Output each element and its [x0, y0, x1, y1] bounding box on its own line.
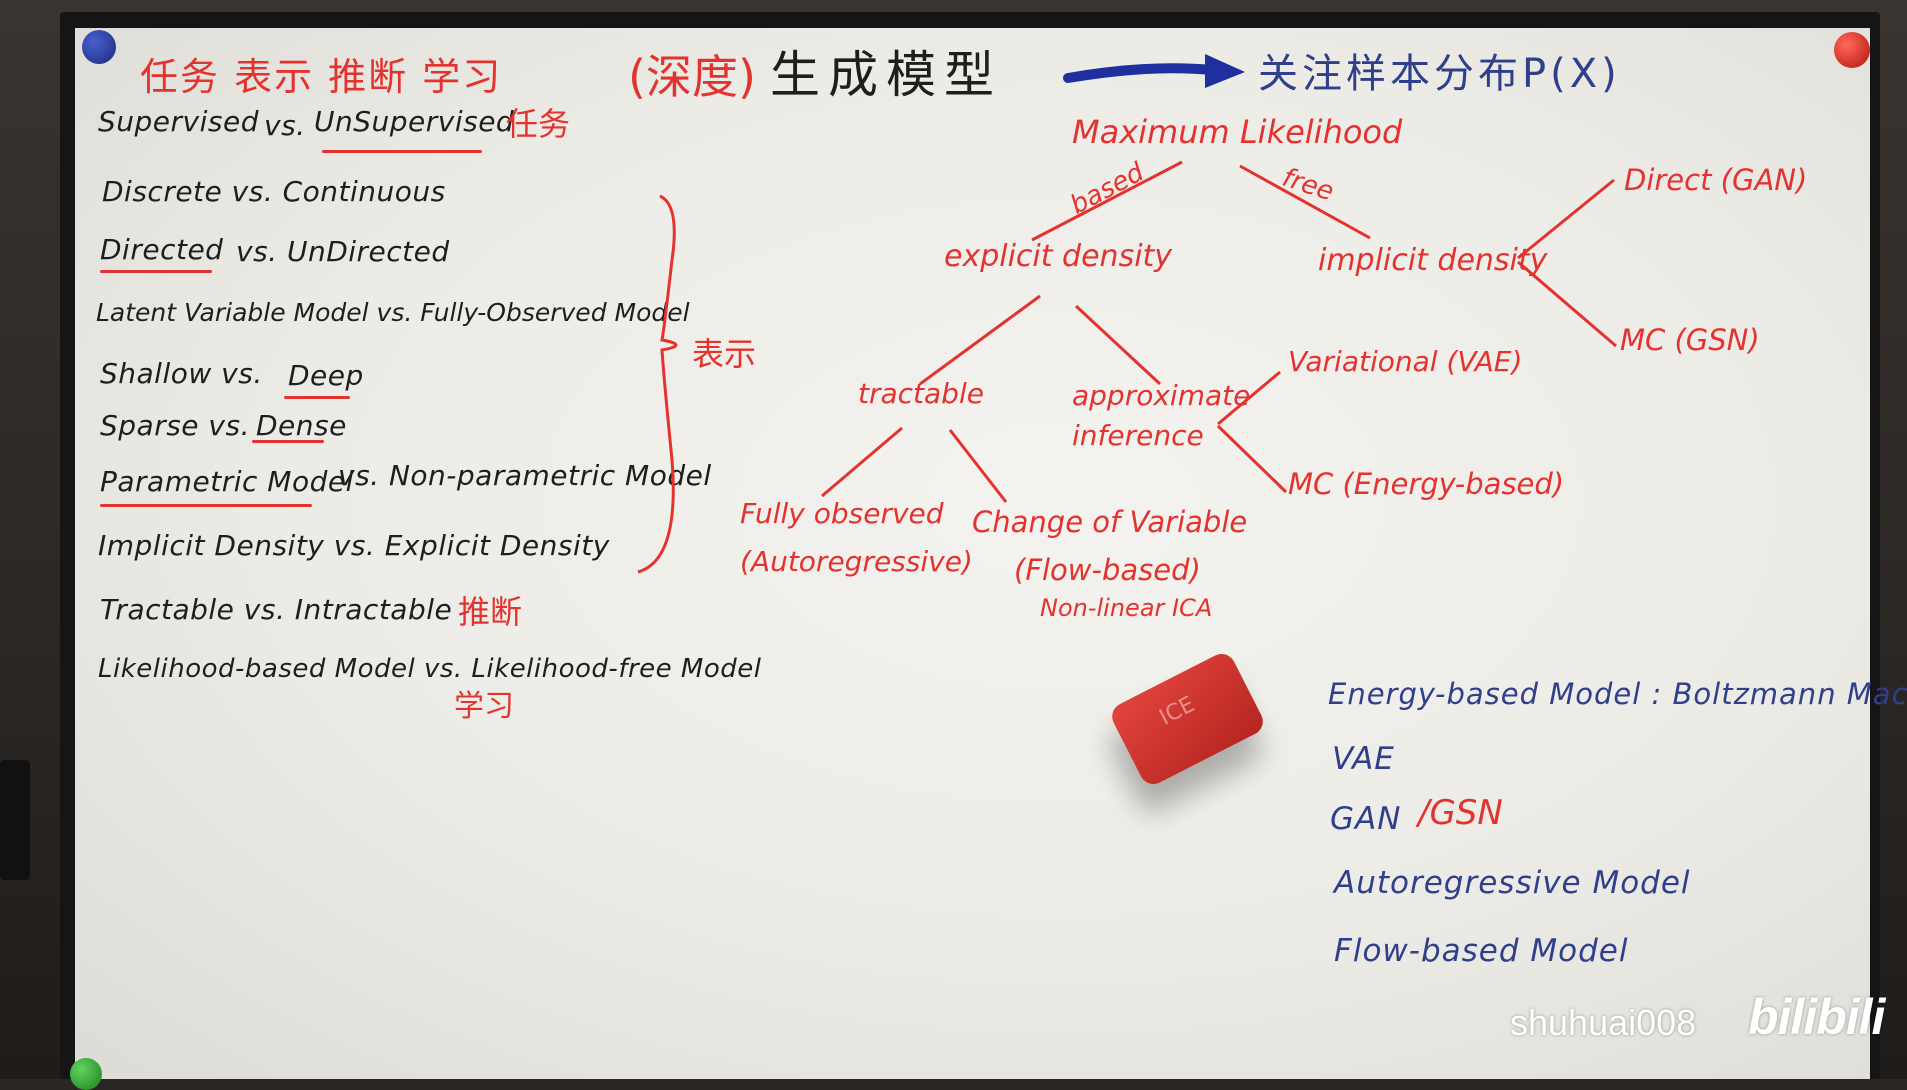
underline-unsupervised [322, 150, 482, 153]
tree-autoregressive: (Autoregressive) [740, 545, 973, 578]
tree-implicit-density: implicit density [1318, 243, 1548, 278]
main-title-prefix: (深度) [628, 50, 756, 104]
tree-direct-gan: Direct (GAN) [1624, 163, 1808, 197]
tree-mc-gsn: MC (GSN) [1620, 323, 1760, 357]
board-stand-clip [0, 760, 30, 880]
main-title: 生成模型 [770, 46, 1002, 104]
row7-rest: vs. Non-parametric Model [338, 459, 712, 492]
tree-fully-observed: Fully observed [740, 497, 944, 530]
underline-parametric [100, 504, 312, 507]
row3-rest: vs. UnDirected [236, 235, 450, 268]
model-gsn: /GSN [1418, 793, 1503, 833]
tree-tractable: tractable [858, 377, 984, 410]
row3-a: Directed [100, 233, 224, 266]
tree-explicit-density: explicit density [944, 239, 1173, 274]
row7-a: Parametric Model [100, 465, 354, 498]
red-magnet [1834, 32, 1870, 68]
watermark-username: shuhuai008 [1510, 1002, 1697, 1043]
tree-root: Maximum Likelihood [1072, 113, 1403, 151]
model-vae: VAE [1332, 741, 1395, 777]
row6-a: Sparse vs. [100, 409, 250, 442]
row4: Latent Variable Model vs. Fully-Observed… [96, 298, 690, 327]
tree-change-of-variable: Change of Variable [972, 505, 1248, 539]
underline-directed [100, 270, 212, 273]
tree-inference: inference [1072, 419, 1204, 452]
row6-b: Dense [256, 409, 347, 442]
tree-approximate: approximate [1072, 379, 1251, 412]
row9-a: Tractable vs. Intractable [100, 593, 453, 626]
whiteboard-surface [75, 28, 1870, 1079]
blue-magnet [82, 30, 116, 64]
row9-tag: 推断 [458, 593, 523, 631]
row1-vs: vs. [264, 109, 306, 142]
row10-tag: 学习 [454, 689, 514, 724]
row1-tag: 任务 [506, 105, 571, 143]
tree-mc-energy: MC (Energy-based) [1288, 467, 1565, 501]
row1-b: UnSupervised [314, 105, 515, 138]
brace-label: 表示 [692, 335, 757, 373]
tree-nonlinear-ica: Non-linear ICA [1040, 594, 1213, 622]
model-autoregressive: Autoregressive Model [1334, 865, 1691, 901]
subtitle: 关注样本分布P(X) [1258, 51, 1621, 97]
row5-a: Shallow vs. [100, 357, 263, 390]
tree-flow-based: (Flow-based) [1014, 553, 1201, 587]
row1-a: Supervised [98, 105, 259, 138]
row10-a: Likelihood-based Model vs. Likelihood-fr… [98, 654, 762, 684]
tree-variational-vae: Variational (VAE) [1288, 345, 1523, 378]
model-energy-based: Energy-based Model : Boltzmann Machine [1328, 677, 1907, 711]
underline-deep [284, 396, 350, 399]
row5-b: Deep [288, 359, 364, 392]
underline-dense [252, 440, 324, 443]
bilibili-logo: bilibili [1748, 989, 1885, 1045]
row2: Discrete vs. Continuous [102, 175, 446, 208]
left-header-title: 任务 表示 推断 学习 [140, 55, 503, 99]
model-flow-based: Flow-based Model [1334, 933, 1629, 969]
row8: Implicit Density vs. Explicit Density [98, 529, 610, 562]
model-gan: GAN [1330, 801, 1402, 837]
